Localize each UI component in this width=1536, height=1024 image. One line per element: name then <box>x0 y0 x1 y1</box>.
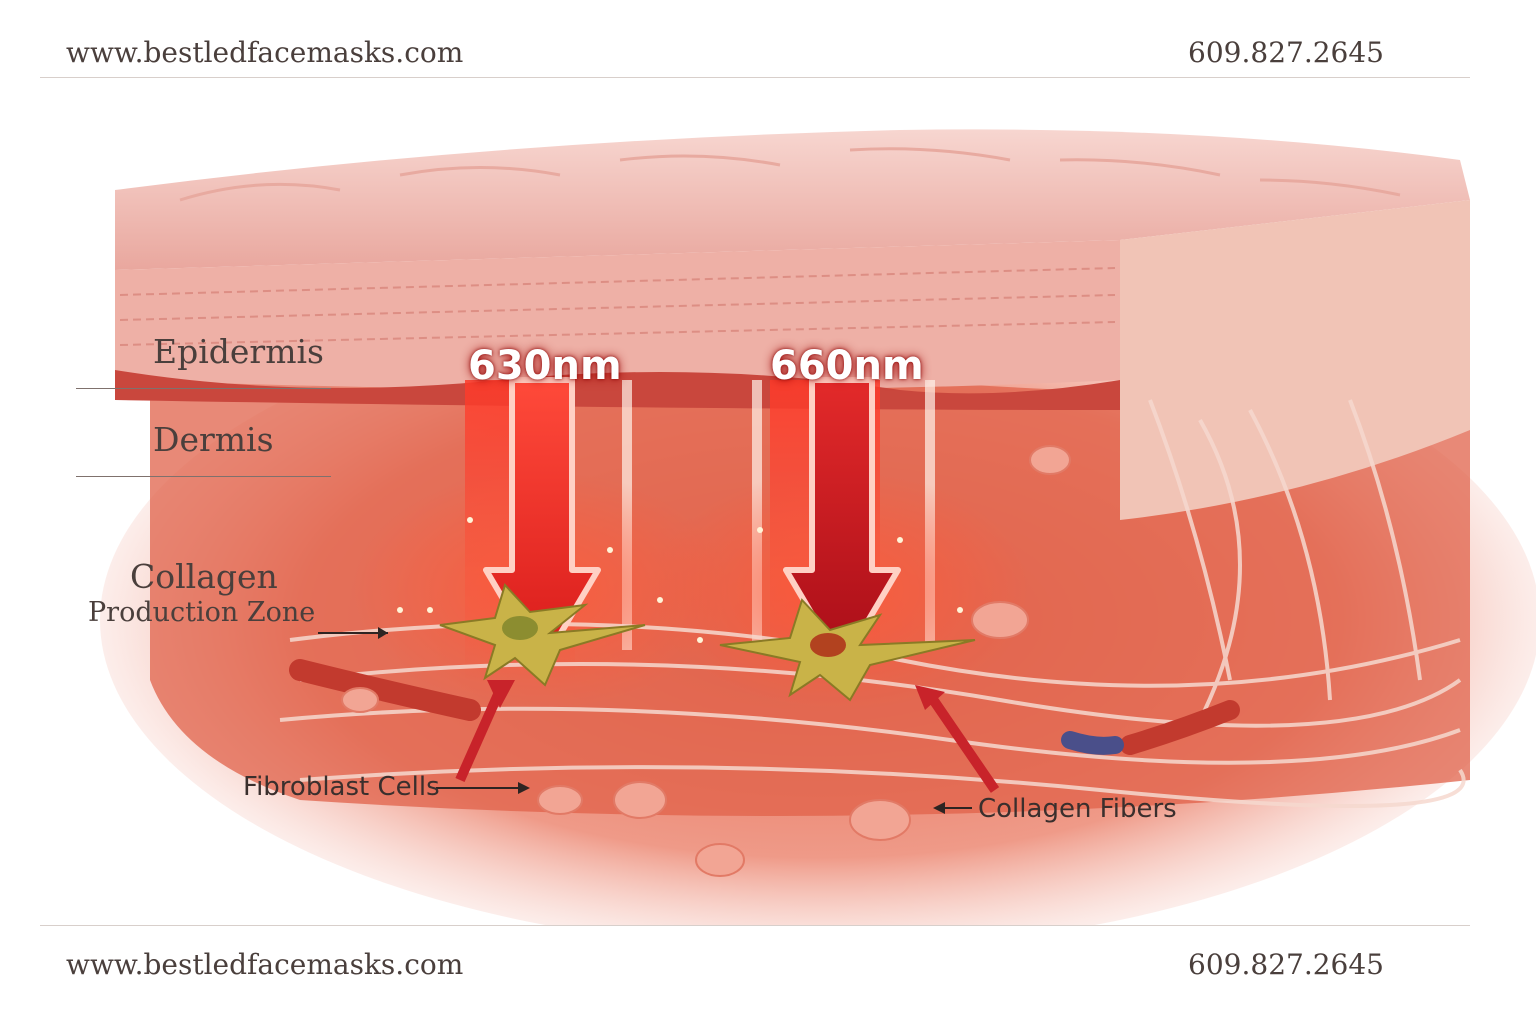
wavelength-630nm-label: 630nm <box>468 343 622 389</box>
fibroblast-cell <box>439 583 646 687</box>
footer-phone: 609.827.2645 <box>1188 947 1384 981</box>
pointer-arrow-left <box>455 687 505 783</box>
leader-arrowhead <box>378 627 388 639</box>
pointer-arrow-right <box>925 692 1000 793</box>
tissue-cells <box>341 445 1071 877</box>
footer-divider <box>40 925 1470 926</box>
label-fibroblast-cells: Fibroblast Cells <box>243 772 440 802</box>
pointer-arrow-right-head <box>915 685 945 710</box>
footer: www.bestledfacemasks.com 609.827.2645 <box>66 942 1384 986</box>
skin-surface-pattern <box>179 147 1401 202</box>
skin-cross-section-illustration <box>100 129 1536 925</box>
header-phone: 609.827.2645 <box>1188 35 1384 69</box>
label-epidermis: Epidermis <box>153 332 324 371</box>
blood-vessel <box>1061 731 1124 755</box>
epidermis-divider <box>76 388 331 389</box>
label-dermis: Dermis <box>153 420 274 459</box>
skin-surface <box>115 129 1470 270</box>
block-side <box>1120 200 1470 520</box>
header-divider <box>40 77 1470 78</box>
dermis-divider <box>76 476 331 477</box>
label-production-zone: Production Zone <box>88 597 316 628</box>
blood-vessel <box>289 659 481 721</box>
fibroblast-cell <box>719 598 976 702</box>
header: www.bestledfacemasks.com 609.827.2645 <box>66 30 1384 74</box>
light-sparkles <box>397 517 963 643</box>
blood-vessel <box>1120 700 1240 755</box>
label-collagen: Collagen <box>130 557 278 596</box>
wavelength-660nm-label: 660nm <box>770 343 924 389</box>
leader-arrowhead <box>933 802 945 814</box>
header-website: www.bestledfacemasks.com <box>66 35 464 69</box>
leader-arrowhead <box>518 782 530 794</box>
epidermis-cell-rows <box>119 267 1116 346</box>
footer-website: www.bestledfacemasks.com <box>66 947 464 981</box>
epidermis-layer <box>115 240 1120 390</box>
label-collagen-fibers: Collagen Fibers <box>978 794 1177 824</box>
pointer-arrow-left-head <box>487 680 515 708</box>
